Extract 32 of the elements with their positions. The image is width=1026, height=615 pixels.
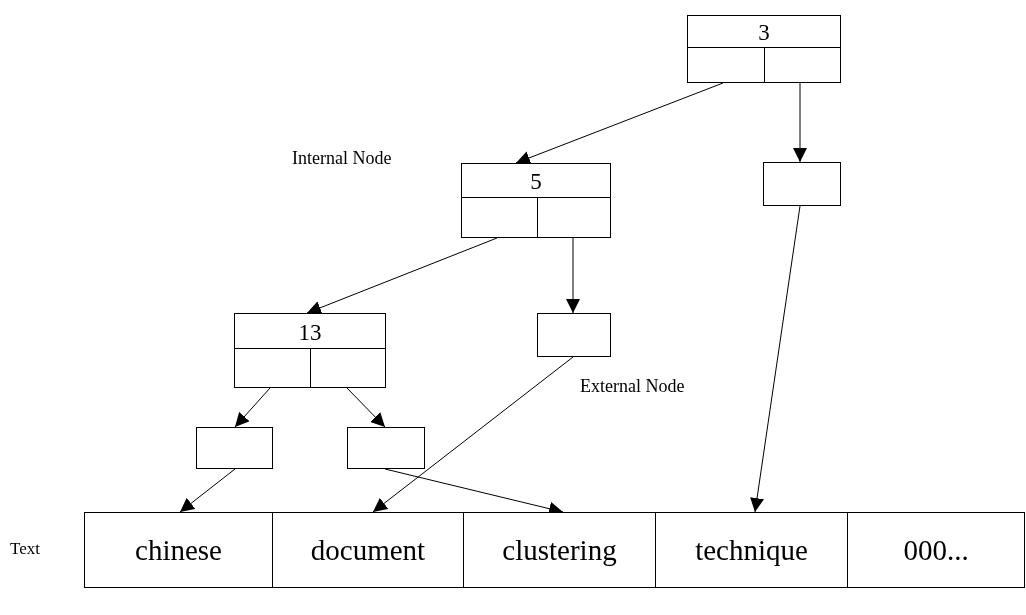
word-text: 000... <box>903 533 969 567</box>
arrow <box>515 82 724 165</box>
row-label: Text <box>10 539 40 559</box>
arrow <box>793 82 807 163</box>
arrow <box>566 237 580 314</box>
word-cell <box>847 512 1025 588</box>
node-number: 13 <box>297 319 323 347</box>
arrow <box>750 205 801 513</box>
arrow <box>346 387 386 428</box>
word-text: technique <box>695 533 808 567</box>
node-number: 3 <box>757 19 771 47</box>
word-text: document <box>310 533 426 567</box>
external-node-box <box>196 427 273 469</box>
external-node-box <box>537 313 611 357</box>
arrow <box>179 468 236 513</box>
arrow <box>234 387 271 428</box>
word-text: clustering <box>502 533 617 567</box>
external-node-box <box>763 162 841 206</box>
tree-node-box <box>234 313 386 388</box>
word-cell <box>463 512 656 588</box>
arrow <box>372 356 574 513</box>
arrow <box>306 237 498 315</box>
node-type-label: Internal Node <box>292 148 392 169</box>
tree-node-box <box>461 163 611 238</box>
word-cell <box>84 512 273 588</box>
tree-node-box <box>687 15 841 83</box>
node-type-label: External Node <box>580 376 685 397</box>
node-number: 5 <box>529 168 543 196</box>
word-cell <box>272 512 464 588</box>
external-node-box <box>347 427 425 469</box>
word-text: chinese <box>135 533 222 567</box>
word-cell <box>655 512 848 588</box>
